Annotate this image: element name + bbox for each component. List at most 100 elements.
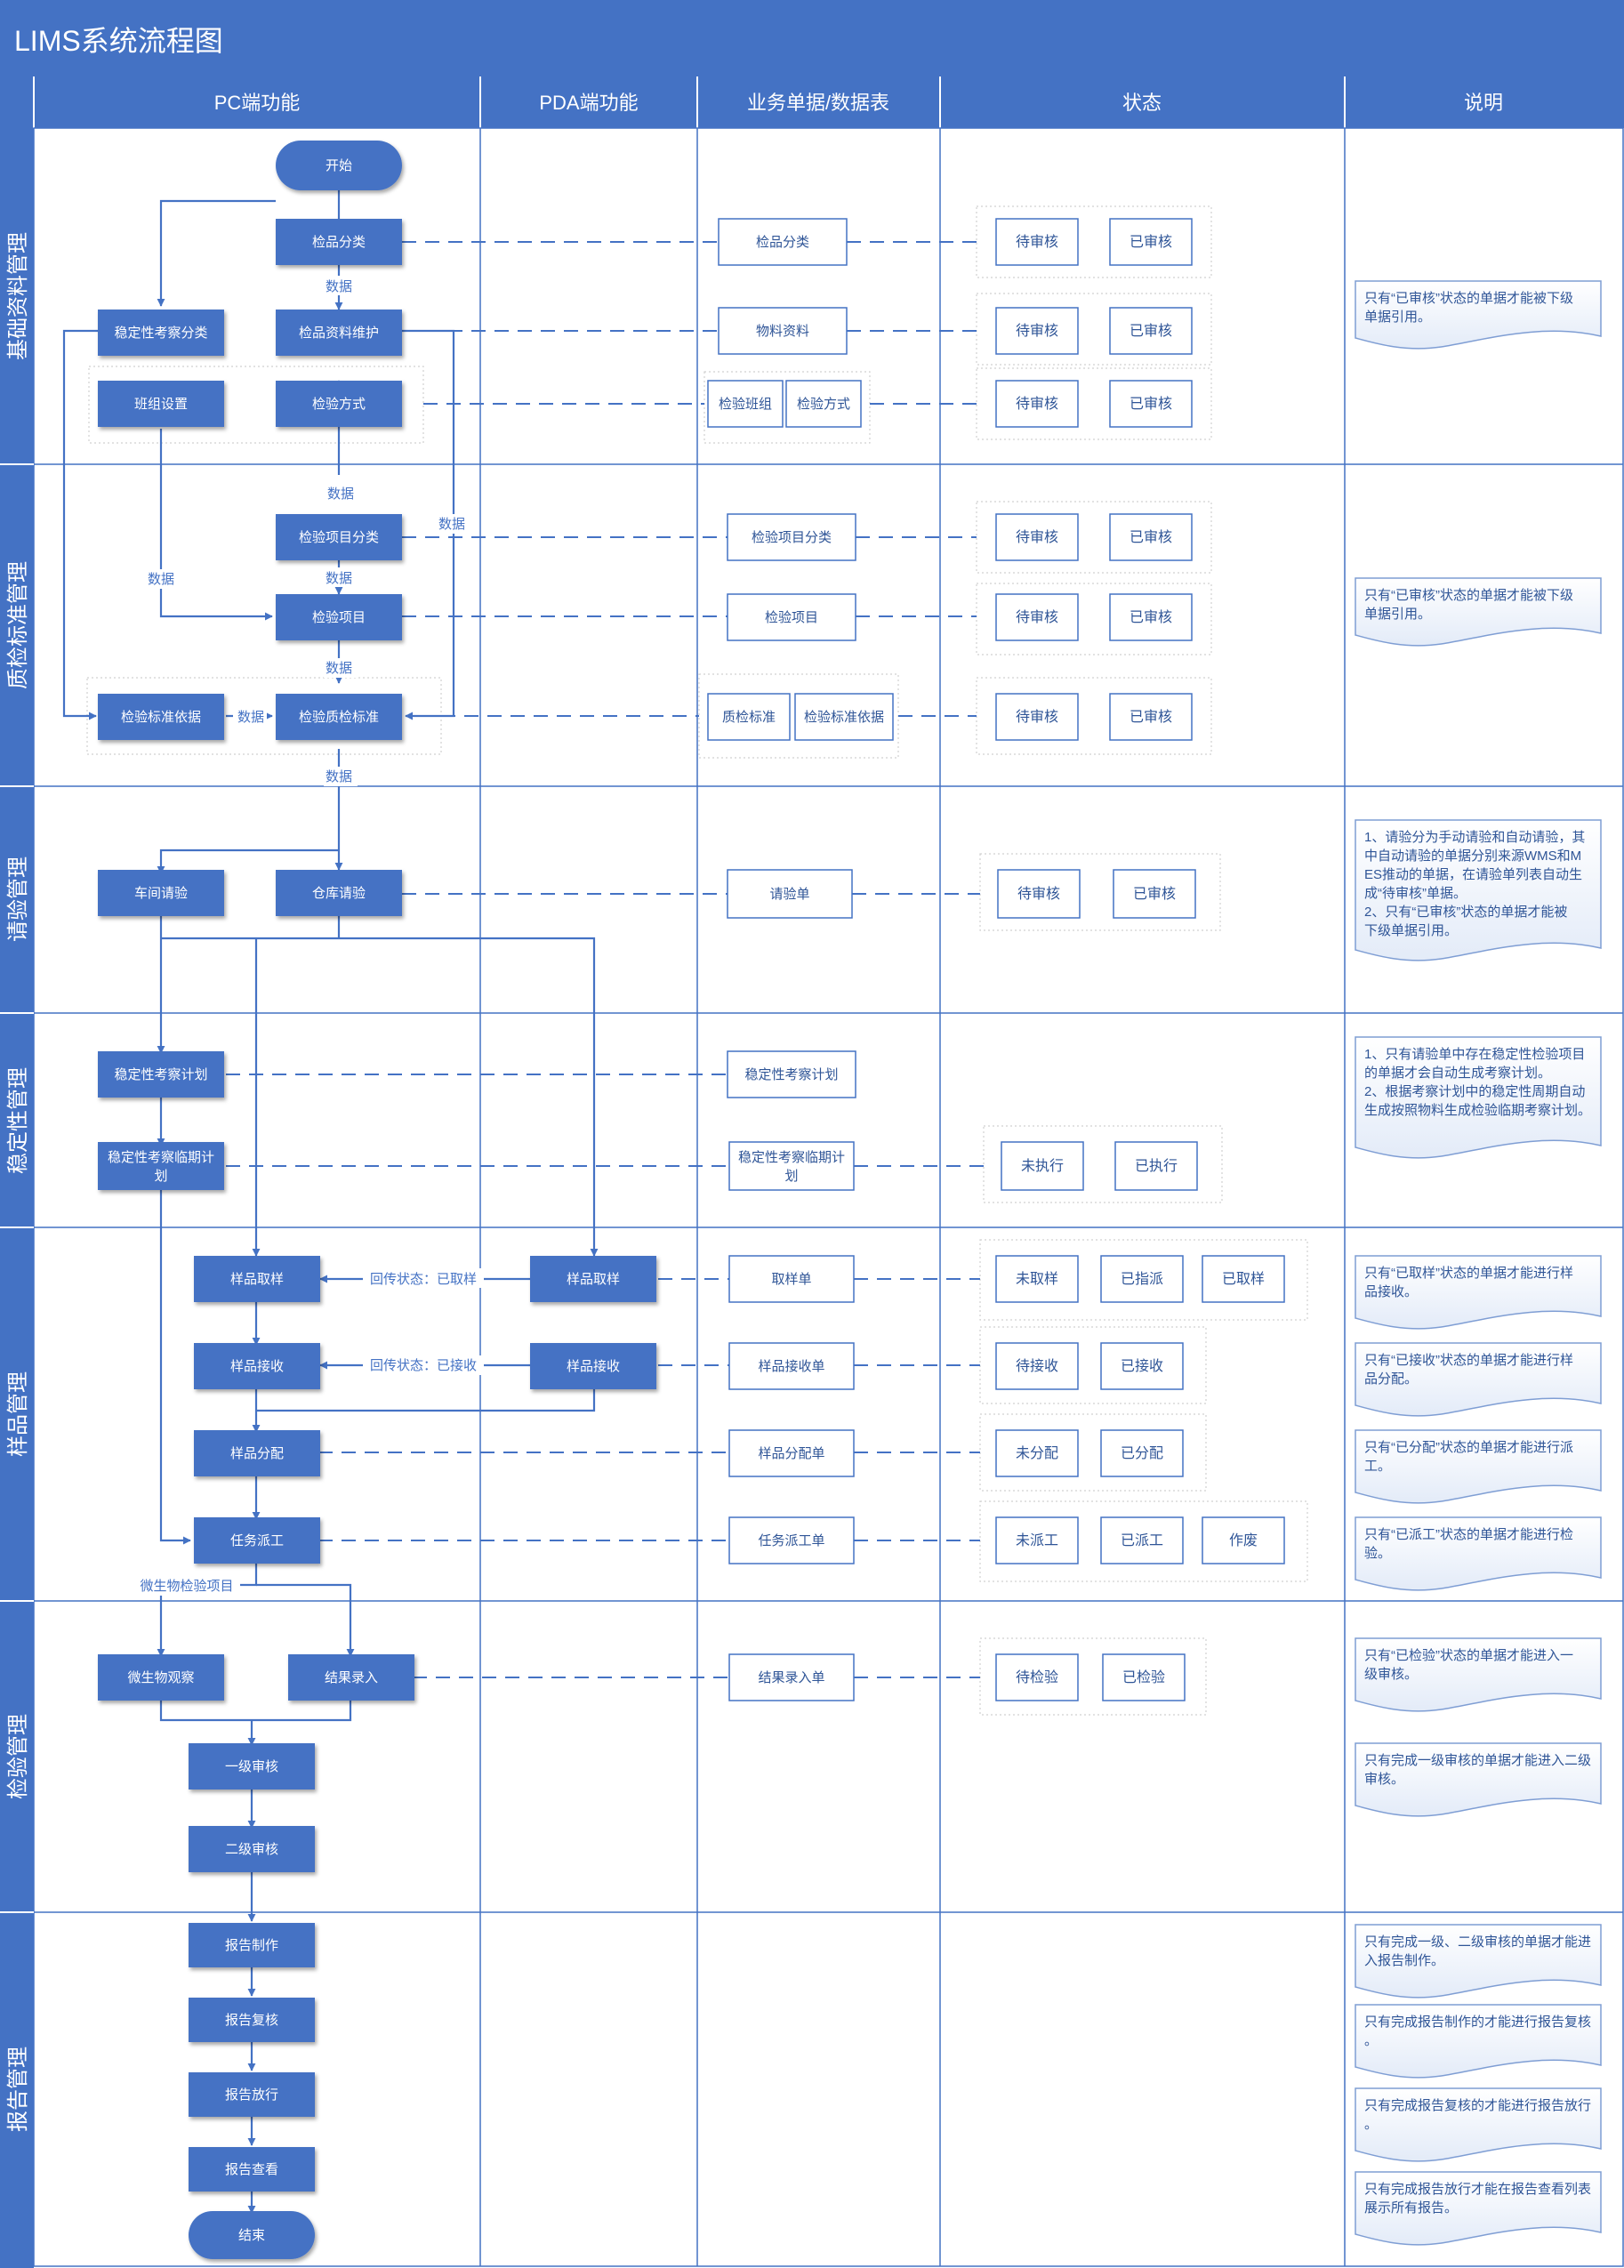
status-box[interactable] xyxy=(995,218,1079,266)
node-jyxm[interactable] xyxy=(276,594,402,640)
status-label: 已审核 xyxy=(1130,323,1172,339)
note-text: 只有完成一级审核的单据才能进入二级审核。 xyxy=(1364,1753,1591,1787)
status-label: 已接收 xyxy=(1121,1358,1163,1374)
status-box[interactable] xyxy=(995,1342,1079,1390)
node-bgfh[interactable] xyxy=(189,1998,315,2042)
note-text: 只有“已接收”状态的单据才能进行样品分配。 xyxy=(1364,1353,1573,1387)
edge-label-data: 数据 xyxy=(148,572,174,587)
status-box[interactable] xyxy=(1100,1516,1184,1564)
status-box[interactable] xyxy=(1102,1653,1186,1701)
node-yjsh[interactable] xyxy=(189,1743,315,1789)
node-label: 仓库请验 xyxy=(312,886,366,901)
node-jyxmfl[interactable] xyxy=(276,514,402,560)
status-label: 已审核 xyxy=(1130,234,1172,250)
node-label: 样品取样 xyxy=(230,1272,284,1287)
status-box[interactable] xyxy=(1109,693,1193,741)
column-header-pc: PC端功能 xyxy=(214,92,301,114)
node-bgck[interactable] xyxy=(189,2147,315,2192)
doc-box[interactable] xyxy=(728,1516,855,1564)
status-box[interactable] xyxy=(995,513,1079,561)
node-ckqy[interactable] xyxy=(276,870,402,916)
status-box[interactable] xyxy=(1001,1141,1084,1191)
doc-box[interactable] xyxy=(727,869,853,919)
status-box[interactable] xyxy=(1109,380,1193,428)
note-text: 只有完成报告放行才能在报告查看列表展示所有报告。 xyxy=(1364,2182,1591,2216)
doc-label: 检验项目 xyxy=(765,610,818,625)
node-jyzjbz[interactable] xyxy=(276,694,402,740)
doc-box[interactable] xyxy=(728,1141,855,1191)
note-box xyxy=(1355,577,1602,647)
lane-label-basic-data: 基础资料管理 xyxy=(6,232,30,360)
doc-box[interactable] xyxy=(718,218,848,266)
pda-node-ypjs[interactable] xyxy=(530,1343,656,1389)
node-wdxjh[interactable] xyxy=(98,1051,224,1098)
column-header-status: 状态 xyxy=(1122,92,1162,114)
status-label: 已审核 xyxy=(1130,709,1172,725)
status-box[interactable] xyxy=(1113,869,1196,919)
doc-boxes xyxy=(707,218,894,1701)
node-bgfx[interactable] xyxy=(189,2072,315,2117)
status-box[interactable] xyxy=(995,1653,1079,1701)
doc-box[interactable] xyxy=(728,1342,855,1390)
node-jglr[interactable] xyxy=(288,1654,414,1701)
status-box[interactable] xyxy=(997,869,1081,919)
status-box[interactable] xyxy=(1109,593,1193,641)
status-box[interactable] xyxy=(995,1255,1079,1303)
status-box[interactable] xyxy=(995,1429,1079,1477)
status-box[interactable] xyxy=(1109,218,1193,266)
node-wdxlq[interactable] xyxy=(98,1142,224,1190)
doc-box[interactable] xyxy=(727,513,856,561)
status-box[interactable] xyxy=(995,593,1079,641)
node-wdx-cat[interactable] xyxy=(98,310,224,356)
doc-box[interactable] xyxy=(718,307,848,355)
note-text: 只有“已派工”状态的单据才能进行检验。 xyxy=(1364,1527,1573,1561)
node-ypfp[interactable] xyxy=(194,1430,320,1476)
node-ypqy[interactable] xyxy=(194,1256,320,1302)
node-ejsh[interactable] xyxy=(189,1826,315,1872)
doc-label: 检验班组 xyxy=(719,397,772,412)
status-label: 已审核 xyxy=(1130,396,1172,412)
column-header-docs: 业务单据/数据表 xyxy=(747,92,889,114)
node-jyfs[interactable] xyxy=(276,381,402,427)
doc-box[interactable] xyxy=(728,1429,855,1477)
status-box[interactable] xyxy=(1100,1429,1184,1477)
status-box[interactable] xyxy=(1202,1516,1285,1564)
doc-box[interactable] xyxy=(707,380,784,428)
column-header-pda: PDA端功能 xyxy=(539,92,638,114)
node-cjqy[interactable] xyxy=(98,870,224,916)
doc-box[interactable] xyxy=(727,1050,856,1098)
node-bzsz[interactable] xyxy=(98,381,224,427)
status-box[interactable] xyxy=(995,307,1079,355)
node-jp-maint[interactable] xyxy=(276,310,402,356)
status-box[interactable] xyxy=(1114,1141,1198,1191)
node-bgzz[interactable] xyxy=(189,1923,315,1967)
doc-box[interactable] xyxy=(794,693,894,741)
doc-box[interactable] xyxy=(785,380,862,428)
node-jybzyj[interactable] xyxy=(98,694,224,740)
edge-label-data: 数据 xyxy=(326,769,352,784)
end-node[interactable] xyxy=(189,2211,315,2259)
status-label: 已审核 xyxy=(1130,529,1172,545)
start-node[interactable] xyxy=(276,141,402,190)
node-wswgc[interactable] xyxy=(98,1654,224,1701)
doc-label: 检验标准依据 xyxy=(804,710,884,725)
status-box[interactable] xyxy=(995,1516,1079,1564)
node-label: 检验项目分类 xyxy=(299,530,379,545)
status-box[interactable] xyxy=(1100,1255,1184,1303)
status-label: 未分配 xyxy=(1016,1445,1058,1461)
doc-box[interactable] xyxy=(728,1653,855,1701)
pda-node-ypqy[interactable] xyxy=(530,1256,656,1302)
status-box[interactable] xyxy=(1109,513,1193,561)
doc-box[interactable] xyxy=(707,693,791,741)
status-box[interactable] xyxy=(995,693,1079,741)
node-ypjs[interactable] xyxy=(194,1343,320,1389)
doc-box[interactable] xyxy=(727,593,856,641)
node-label-line2: 划 xyxy=(154,1169,167,1184)
node-jp-cat[interactable] xyxy=(276,219,402,265)
status-box[interactable] xyxy=(1109,307,1193,355)
node-rwpg[interactable] xyxy=(194,1517,320,1564)
status-box[interactable] xyxy=(1202,1255,1285,1303)
doc-box[interactable] xyxy=(728,1255,855,1303)
status-box[interactable] xyxy=(1100,1342,1184,1390)
status-box[interactable] xyxy=(995,380,1079,428)
